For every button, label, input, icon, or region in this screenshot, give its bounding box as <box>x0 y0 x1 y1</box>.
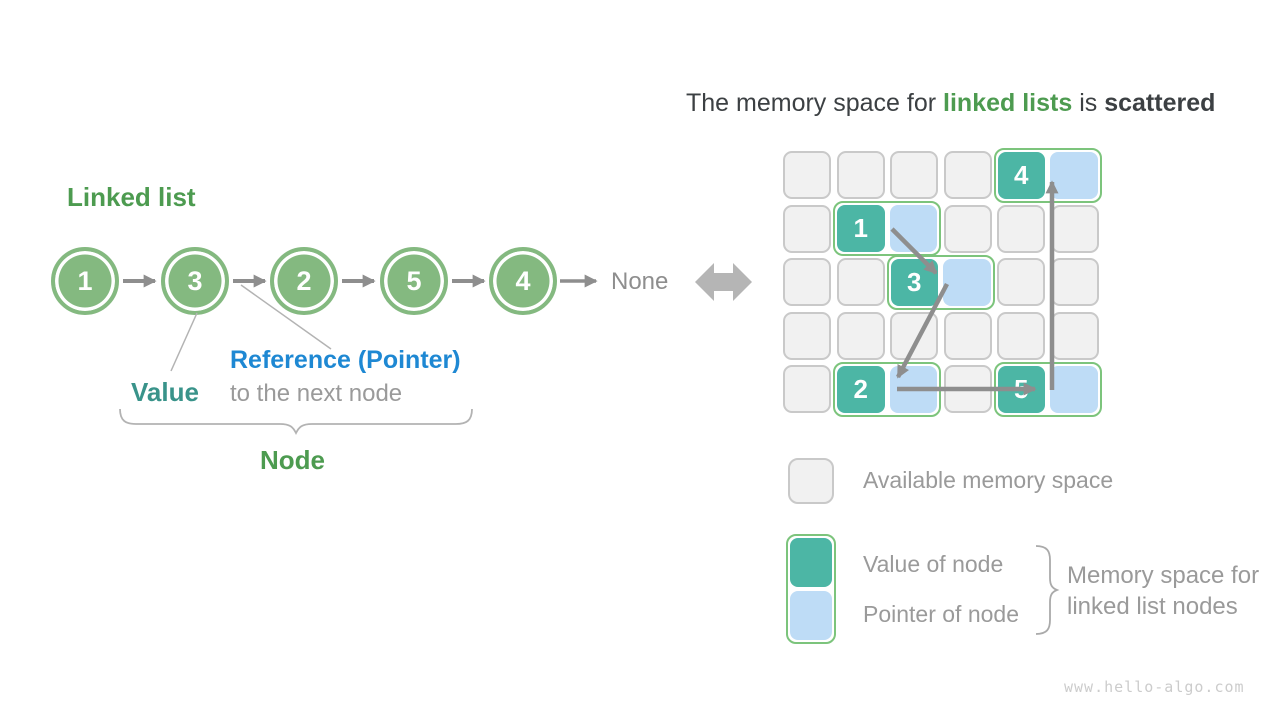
legend-group-line2: linked list nodes <box>1067 593 1238 620</box>
memory-pointer-cell <box>1050 365 1098 413</box>
memory-cell <box>1050 204 1099 253</box>
memory-cell <box>943 204 992 253</box>
value-annotation-label: Value <box>131 377 199 407</box>
memory-cell <box>783 365 831 413</box>
watermark-url: www.hello-algo.com <box>1064 678 1245 696</box>
memory-value-cell: 1 <box>837 205 885 252</box>
legend-available-swatch <box>788 458 834 504</box>
title-highlight-linked-lists: linked lists <box>943 89 1073 117</box>
title-emphasis-scattered: scattered <box>1104 89 1216 117</box>
legend-group-line1: Memory space for <box>1067 562 1260 589</box>
reference-annotation-label: Reference (Pointer) <box>230 346 461 374</box>
list-node-2: 2 <box>270 247 338 315</box>
memory-cell <box>783 311 831 360</box>
list-node-4: 4 <box>489 247 557 315</box>
equivalence-double-arrow <box>695 263 752 301</box>
memory-pair-1: 1 <box>833 201 941 256</box>
memory-cell <box>943 311 992 360</box>
memory-pointer-cell <box>1050 151 1098 199</box>
legend-value-swatch <box>790 538 832 587</box>
node-annotation-label: Node <box>260 445 325 475</box>
memory-value-cell: 4 <box>997 151 1045 199</box>
memory-cell <box>890 311 938 360</box>
memory-cell <box>943 365 992 413</box>
memory-pair-2: 2 <box>833 361 941 417</box>
memory-cell <box>943 151 992 199</box>
memory-pointer-cell <box>943 258 991 306</box>
legend-group-label: Memory space for linked list nodes <box>1067 560 1259 622</box>
memory-cell <box>997 311 1045 360</box>
reference-annotation-subtext: to the next node <box>230 380 403 407</box>
memory-cell <box>997 258 1045 306</box>
memory-cell <box>1050 311 1099 360</box>
memory-value-cell: 3 <box>890 258 938 306</box>
title-prefix: The memory space for <box>686 89 944 117</box>
memory-cell <box>836 311 885 360</box>
legend-brace <box>1035 545 1060 635</box>
memory-pair-4: 4 <box>993 147 1102 203</box>
memory-grid: 4 1 3 2 5 <box>783 147 1103 417</box>
legend-value-label: Value of node <box>863 551 1004 577</box>
node-brace <box>119 408 473 436</box>
memory-value-cell: 5 <box>997 365 1045 413</box>
legend-pointer-swatch <box>790 591 832 640</box>
legend-pointer-label: Pointer of node <box>863 601 1020 627</box>
none-terminator-label: None <box>611 268 669 295</box>
list-node-3: 3 <box>161 247 229 315</box>
memory-cell <box>783 151 831 199</box>
memory-cell <box>783 204 831 253</box>
memory-pair-3: 3 <box>886 254 995 310</box>
memory-cell <box>1050 258 1099 306</box>
memory-pointer-cell <box>889 365 937 413</box>
linked-list-heading: Linked list <box>67 182 196 212</box>
legend-available-label: Available memory space <box>863 467 1114 493</box>
page-title: The memory space for linked lists is sca… <box>686 89 1215 118</box>
list-node-1: 1 <box>51 247 119 315</box>
title-middle: is <box>1072 89 1105 117</box>
memory-cell <box>783 258 831 306</box>
memory-pair-5: 5 <box>993 361 1102 417</box>
memory-cell <box>836 258 885 306</box>
value-leader-line <box>170 312 198 372</box>
memory-cell <box>836 151 885 199</box>
legend-node-swatch <box>786 534 836 644</box>
list-node-5: 5 <box>380 247 448 315</box>
memory-cell <box>890 151 938 199</box>
memory-value-cell: 2 <box>837 365 885 413</box>
memory-pointer-cell <box>889 205 937 252</box>
memory-cell <box>997 204 1045 253</box>
